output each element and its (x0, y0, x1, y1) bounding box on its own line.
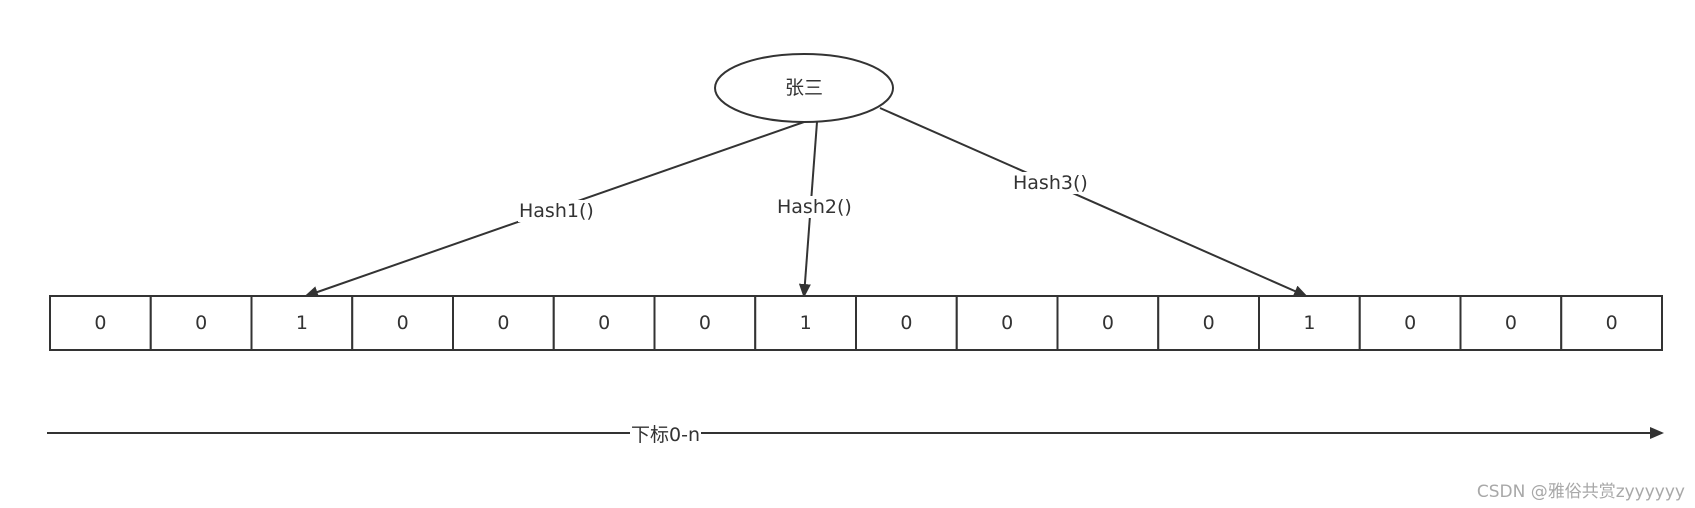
bit-cell-box (754, 295, 857, 351)
bit-cell-value: 0 (195, 312, 208, 334)
watermark: CSDN @雅俗共赏zyyyyyy (1476, 482, 1685, 502)
bit-cell-box (855, 295, 958, 351)
bit-cell-value: 0 (497, 312, 510, 334)
bit-cell-value: 0 (94, 312, 107, 334)
hash3-label: Hash3() (1012, 172, 1089, 194)
bit-cell-box (1258, 295, 1361, 351)
bit-cell-value: 1 (799, 312, 812, 334)
axis-label: 下标0-n (630, 424, 701, 446)
bit-cell-box (955, 295, 1059, 351)
hash1-label: Hash1() (518, 200, 595, 222)
bit-cell-box (653, 295, 757, 351)
bit-cell-value: 0 (1605, 312, 1618, 334)
bit-cell-box (552, 295, 656, 351)
bit-cell-box (351, 295, 454, 351)
hash2-label: Hash2() (776, 196, 853, 218)
bit-cell-box (1056, 295, 1160, 351)
bit-cell-box (1157, 295, 1260, 351)
bit-cell-box (452, 295, 555, 351)
bit-cell-value: 1 (1303, 312, 1316, 334)
bit-cell-value: 0 (1504, 312, 1517, 334)
bit-cell-value: 0 (1001, 312, 1014, 334)
bit-cell-value: 0 (1404, 312, 1417, 334)
bit-cell-value: 0 (1202, 312, 1215, 334)
bit-array-boxes (49, 295, 1663, 351)
bit-cell-value: 0 (396, 312, 409, 334)
bit-cell-box (1560, 295, 1663, 351)
hash3-arrow (879, 107, 1308, 297)
bit-cell-box (1358, 295, 1462, 351)
bit-cell-value: 0 (598, 312, 611, 334)
bit-cell-value: 1 (295, 312, 308, 334)
bit-cell-box (49, 295, 152, 351)
node-label: 张三 (784, 77, 823, 99)
bit-cell-value: 0 (1101, 312, 1114, 334)
bit-cell-value: 0 (698, 312, 711, 334)
bit-cell-value: 0 (900, 312, 913, 334)
